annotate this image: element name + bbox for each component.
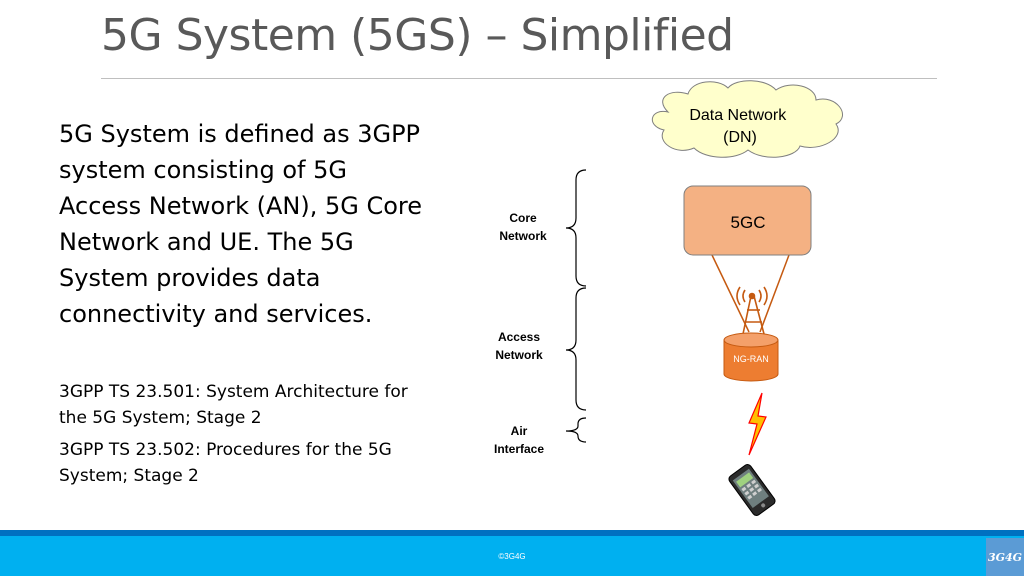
data-network-cloud: Data Network (DN) bbox=[652, 80, 843, 158]
slide-title: 5G System (5GS) – Simplified bbox=[101, 10, 734, 61]
core-network-label: Core Network bbox=[499, 211, 547, 243]
braces bbox=[565, 169, 587, 443]
antenna-icon bbox=[736, 286, 768, 335]
core-network-brace bbox=[565, 169, 587, 287]
title-divider bbox=[101, 78, 937, 79]
access-network-brace bbox=[565, 287, 587, 411]
core-to-ran-links bbox=[711, 254, 790, 333]
core-box-label: 5GC bbox=[731, 213, 766, 232]
footer-stripe bbox=[0, 530, 1024, 536]
data-network-label-line2: (DN) bbox=[723, 129, 757, 146]
body-text: 5G System is defined as 3GPP system cons… bbox=[59, 120, 423, 328]
reference-ts-23-502: 3GPP TS 23.502: Procedures for the 5G Sy… bbox=[59, 440, 392, 486]
air-interface-label: Air Interface bbox=[493, 424, 545, 456]
logo: 3G4G bbox=[986, 538, 1024, 576]
ng-ran-label: NG-RAN bbox=[733, 354, 769, 364]
copyright-text: ©3G4G bbox=[498, 552, 526, 561]
lightning-icon bbox=[748, 392, 767, 456]
reference-ts-23-501: 3GPP TS 23.501: System Architecture for … bbox=[59, 382, 408, 428]
svg-text:Data Network (DN): Data Network (DN) bbox=[689, 107, 790, 146]
core-box: 5GC bbox=[683, 185, 812, 256]
data-network-label-line1: Data Network bbox=[689, 107, 787, 124]
phone-icon bbox=[728, 464, 776, 516]
ng-ran-cylinder: NG-RAN bbox=[723, 332, 779, 382]
access-network-label: Access Network bbox=[495, 330, 543, 362]
footer-bar bbox=[0, 536, 1024, 576]
air-interface-brace bbox=[565, 417, 587, 443]
architecture-diagram: Data Network (DN) 5GC NG-RAN bbox=[565, 80, 843, 516]
